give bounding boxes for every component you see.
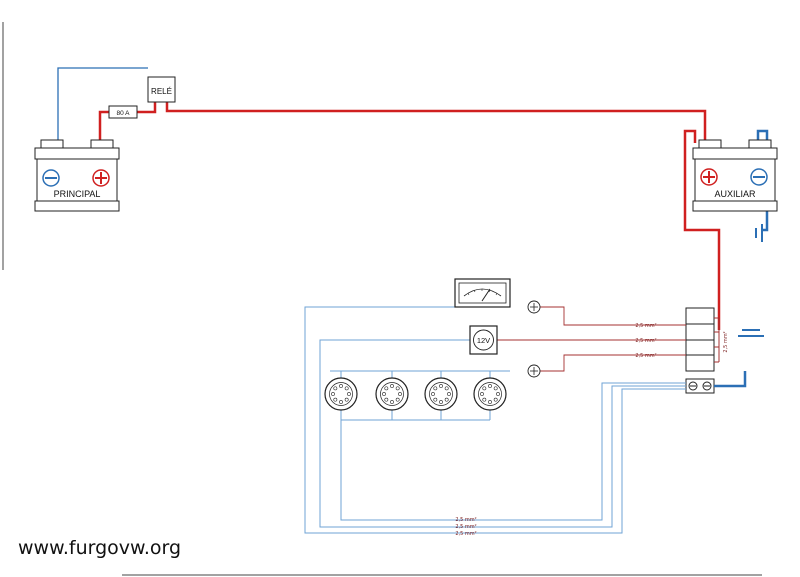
wire-label-2: 2,5 mm² (635, 338, 656, 344)
positive-terminal-icon (92, 169, 110, 187)
aux-battery-label: AUXILIAR (714, 189, 756, 199)
return-wire-12v (319, 339, 686, 528)
main-positive-wire (98, 110, 109, 143)
lamp-icon (424, 377, 458, 411)
main-battery: PRINCIPAL (34, 139, 120, 212)
lamps-group (324, 377, 507, 411)
analog-meter-icon (454, 278, 511, 308)
lamp-icon (324, 377, 358, 411)
vertical-wire-label: 2,5 mm² (723, 331, 729, 352)
fuse-label: 80 A (116, 110, 130, 117)
positive-terminal-icon (700, 168, 718, 186)
switch-icon (527, 300, 541, 314)
return-wire-lights (340, 382, 686, 521)
ground-wire-label-2: 2,5 mm² (455, 524, 476, 530)
ground-terminal-block (685, 378, 715, 394)
ground-wire-label-1: 2,5 mm² (455, 517, 476, 523)
watermark: www.furgovw.org (18, 537, 182, 559)
switch-icon (527, 364, 541, 378)
feed-wire-meter (540, 306, 686, 326)
ground-wire-label-3: 2,5 mm² (455, 531, 476, 537)
ground-block-wire (714, 371, 747, 388)
aux-to-fusebox-wire (683, 129, 721, 330)
negative-terminal-icon (750, 168, 768, 186)
main-battery-label: PRINCIPAL (54, 189, 101, 199)
feed-wire-lights (540, 354, 686, 372)
aux-battery: AUXILIAR (692, 139, 778, 212)
return-wire-meter (304, 306, 686, 534)
fuse: 80 A (108, 105, 138, 119)
relay-to-aux-wire (165, 102, 707, 143)
lamp-icon (473, 377, 507, 411)
relay-label: RELÉ (151, 87, 172, 96)
wire-label-3: 2,5 mm² (635, 353, 656, 359)
12v-socket-icon: 12V (469, 325, 498, 355)
wire-label-1: 2,5 mm² (635, 323, 656, 329)
fuse-box (685, 307, 715, 372)
main-negative-wire (57, 67, 148, 143)
lamp-icon (375, 377, 409, 411)
relay: RELÉ (147, 76, 176, 103)
fuse-to-relay-wire (137, 102, 157, 114)
negative-terminal-icon (42, 169, 60, 187)
socket-label: 12V (477, 336, 490, 345)
aux-negative-wire (756, 129, 769, 232)
